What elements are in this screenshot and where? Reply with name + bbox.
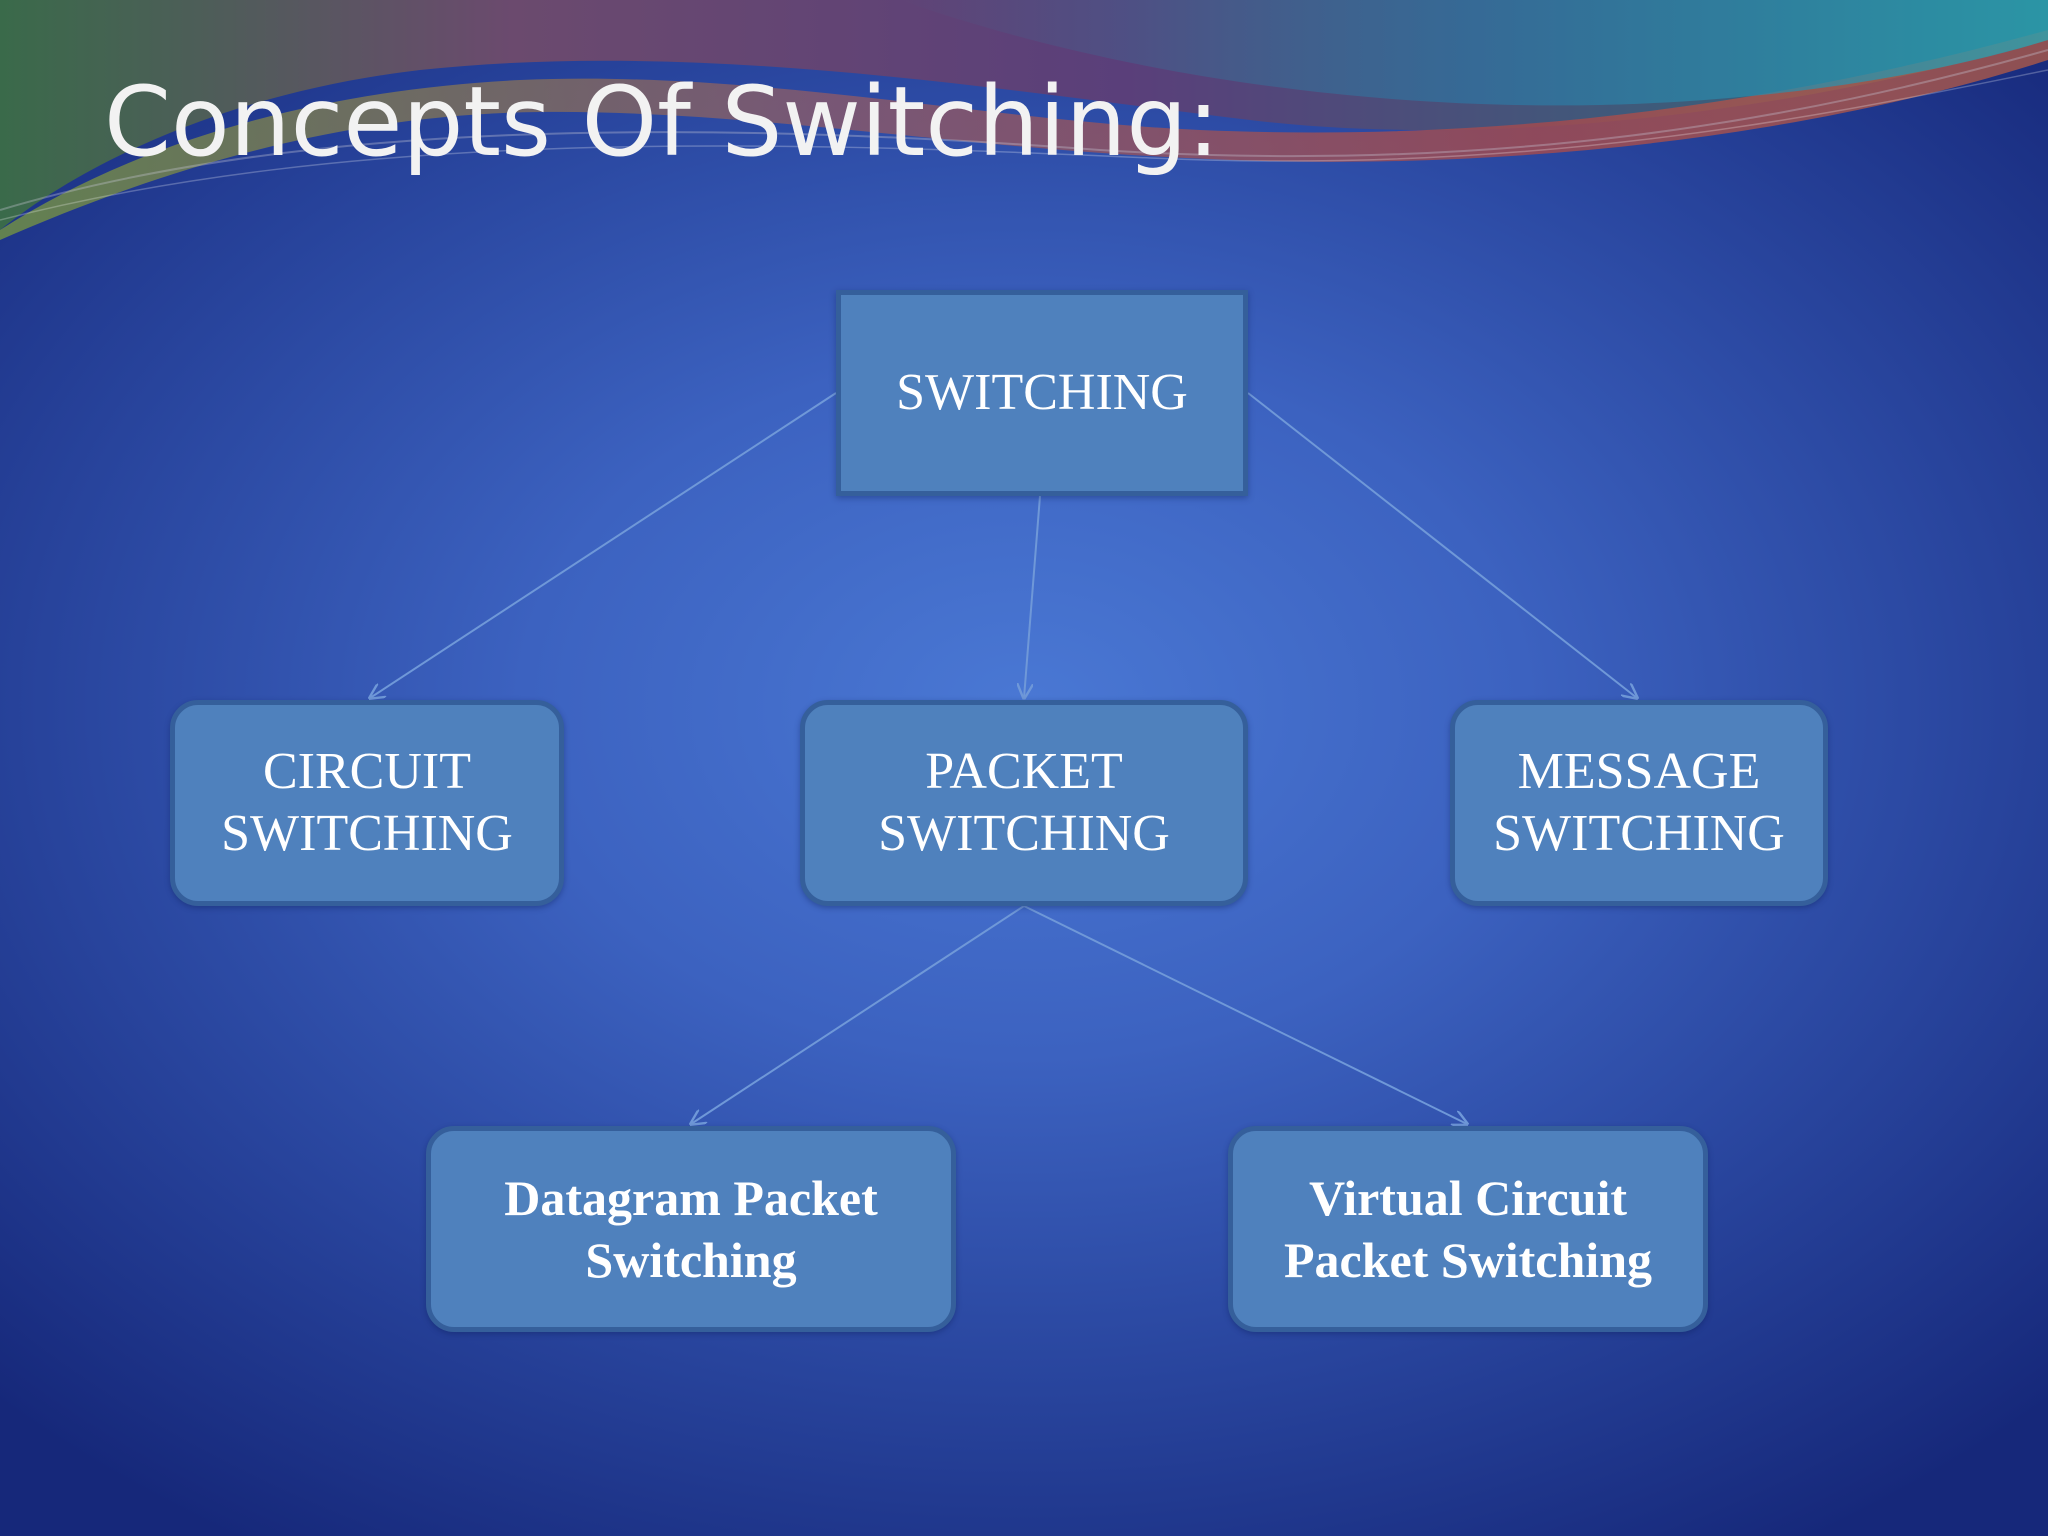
connector-packet-to-datagram xyxy=(691,905,1025,1124)
node-datagram-packet-switching-label: Datagram Packet Switching xyxy=(504,1170,878,1288)
connector-switching-to-packet xyxy=(1024,495,1041,698)
decorative-header-swoosh xyxy=(0,0,2048,240)
node-message-switching: MESSAGE SWITCHING xyxy=(1450,700,1828,906)
node-packet-switching-label: PACKET SWITCHING xyxy=(878,743,1170,862)
slide-title: Concepts Of Switching: xyxy=(104,66,1220,178)
node-packet-switching: PACKET SWITCHING xyxy=(800,700,1248,906)
node-switching: SWITCHING xyxy=(836,290,1248,496)
node-circuit-switching-label: CIRCUIT SWITCHING xyxy=(221,743,513,862)
node-message-switching-label: MESSAGE SWITCHING xyxy=(1493,743,1785,862)
node-datagram-packet-switching: Datagram Packet Switching xyxy=(426,1126,956,1332)
node-switching-label: SWITCHING xyxy=(896,364,1188,421)
node-virtual-circuit-packet-switching-label: Virtual Circuit Packet Switching xyxy=(1283,1170,1653,1288)
connector-packet-to-virtual xyxy=(1023,905,1467,1124)
node-circuit-switching: CIRCUIT SWITCHING xyxy=(170,700,564,906)
connector-switching-to-message xyxy=(1247,392,1637,698)
node-virtual-circuit-packet-switching: Virtual Circuit Packet Switching xyxy=(1228,1126,1708,1332)
connector-switching-to-circuit xyxy=(370,392,837,698)
